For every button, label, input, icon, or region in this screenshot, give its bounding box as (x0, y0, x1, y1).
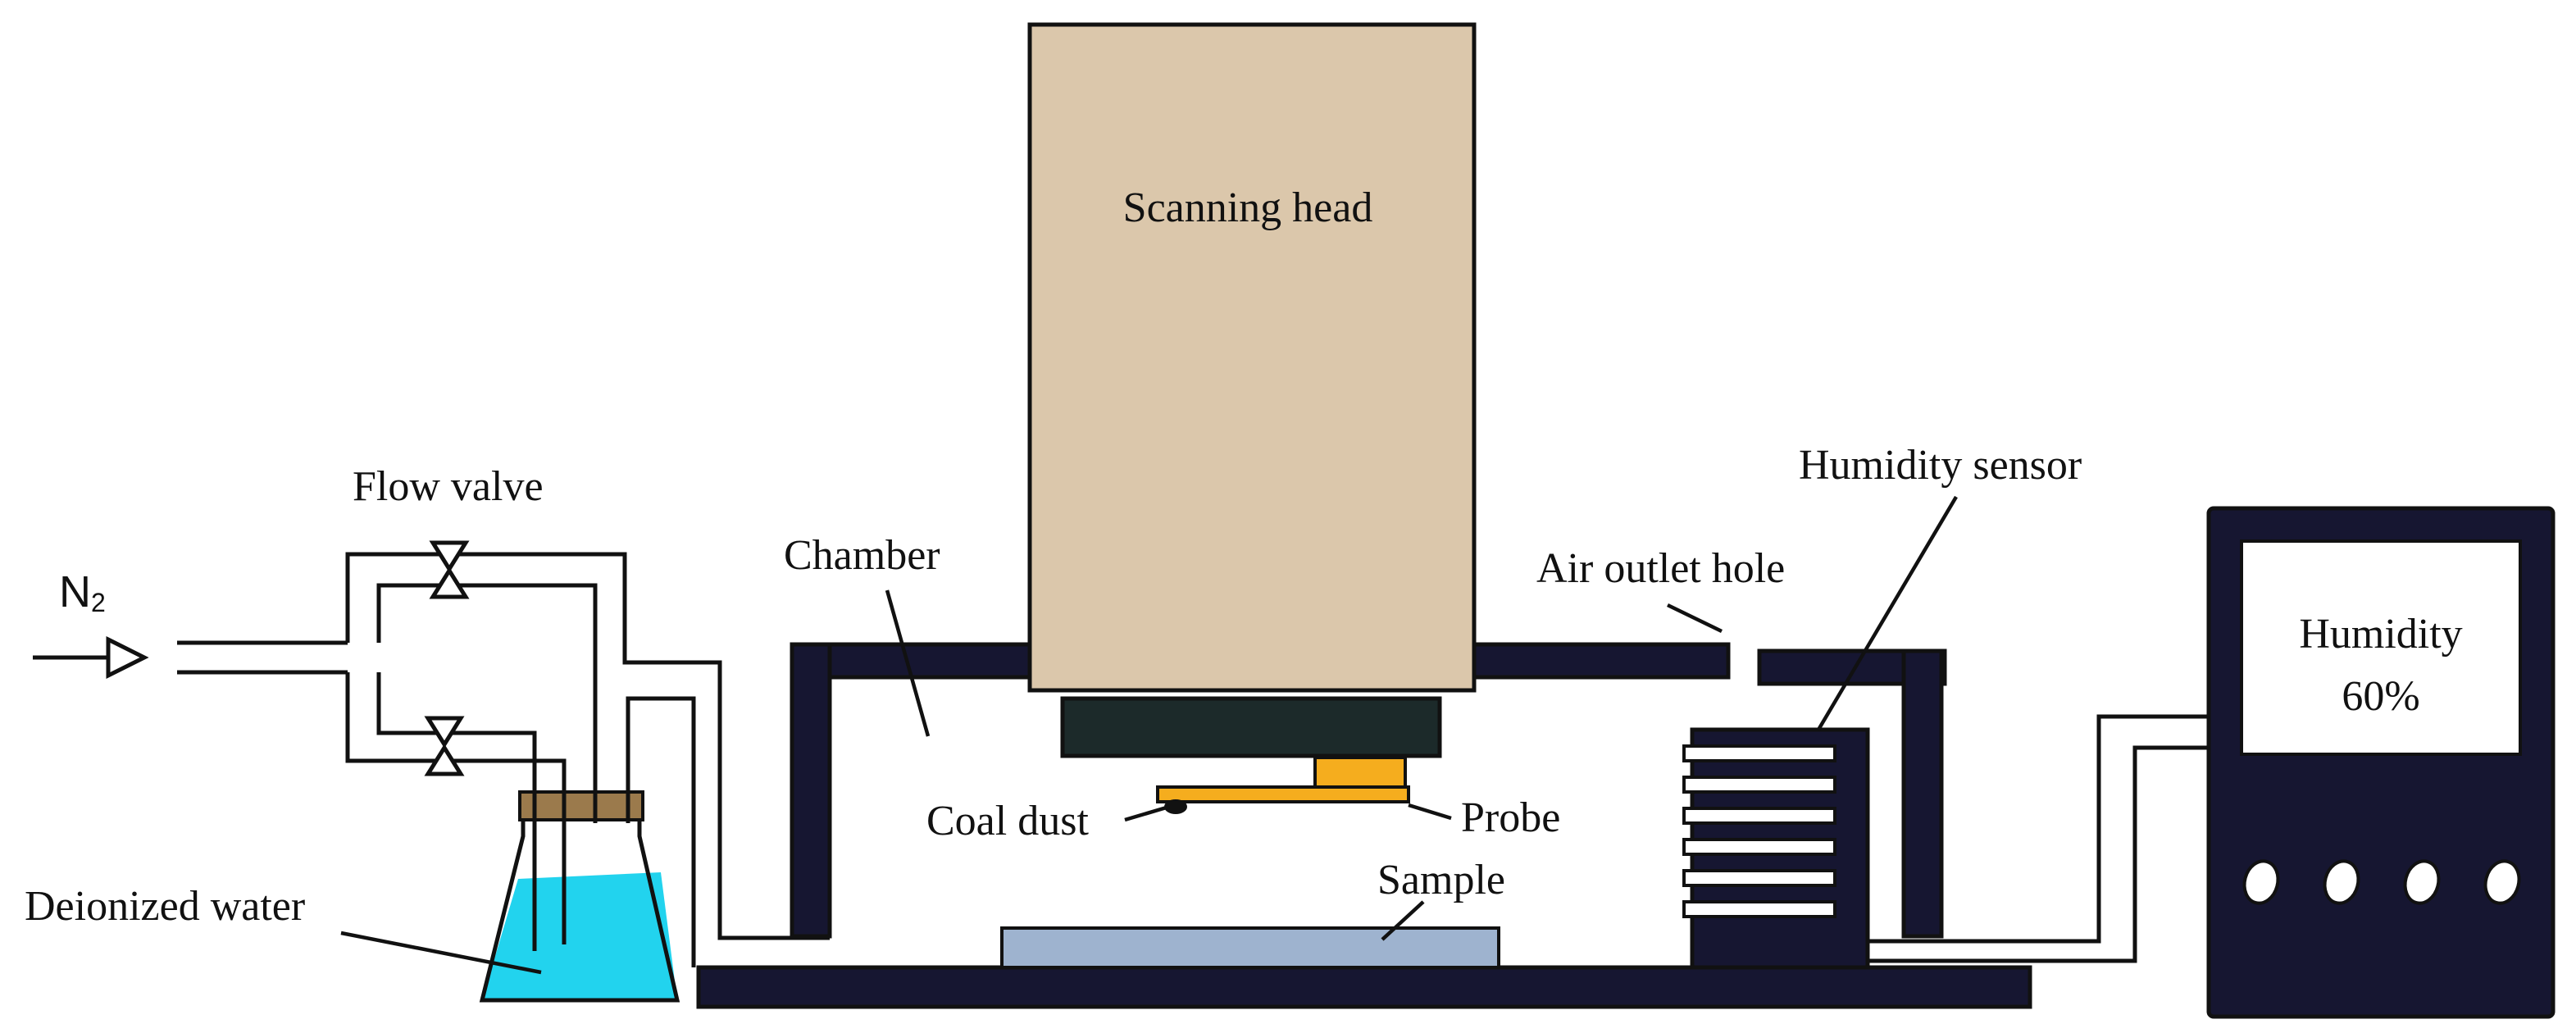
humidity-sensor (1682, 727, 1870, 970)
air-outlet-hole-label: Air outlet hole (1536, 545, 1785, 592)
gas-supply-pipes (177, 552, 830, 967)
n2-subscript: 2 (91, 588, 106, 617)
probe-assembly (1156, 756, 1410, 814)
flask-outline (479, 817, 680, 1003)
sample-label: Sample (1377, 857, 1505, 903)
scanning-head-label: Scanning head (1123, 184, 1373, 231)
scanning-head: Scanning head (1027, 22, 1477, 758)
coal-dust-label: Coal dust (926, 798, 1089, 844)
water-flask (479, 790, 680, 1003)
flow-valve-lower (424, 716, 465, 776)
humidity-meter-screen (2240, 539, 2522, 756)
scanning-head-base (1060, 696, 1442, 758)
sample-slab (1000, 926, 1500, 969)
humidity-display-value: 60% (2342, 673, 2419, 720)
probe-label: Probe (1461, 794, 1560, 841)
chamber-right-wall (1901, 648, 1944, 939)
chamber-left-wall (790, 642, 832, 939)
flask-water (482, 872, 677, 1000)
chamber-label: Chamber (784, 532, 940, 579)
humidity-sensor-fins (1682, 744, 1836, 918)
deionized-water-label: Deionized water (25, 883, 305, 930)
flow-valve-upper (429, 540, 470, 599)
n2-inlet-arrow (33, 635, 149, 680)
n2-main: N (59, 567, 91, 617)
leader-lines (340, 495, 1958, 975)
base-plate (696, 965, 2032, 1009)
flow-valve-label: Flow valve (353, 463, 544, 510)
humidity-sensor-label: Humidity sensor (1799, 442, 2082, 489)
humidity-meter-knobs (2242, 859, 2521, 905)
n2-label: N2 (59, 567, 106, 617)
flask-stopper (518, 790, 644, 821)
sensor-meter-cable (1868, 714, 2209, 963)
humidity-meter: Humidity 60% (2206, 506, 2556, 1019)
coal-dust-particle (1164, 799, 1187, 814)
humidity-display-title: Humidity (2299, 611, 2462, 658)
scanning-head-body (1027, 22, 1477, 693)
probe-cantilever (1156, 785, 1410, 803)
